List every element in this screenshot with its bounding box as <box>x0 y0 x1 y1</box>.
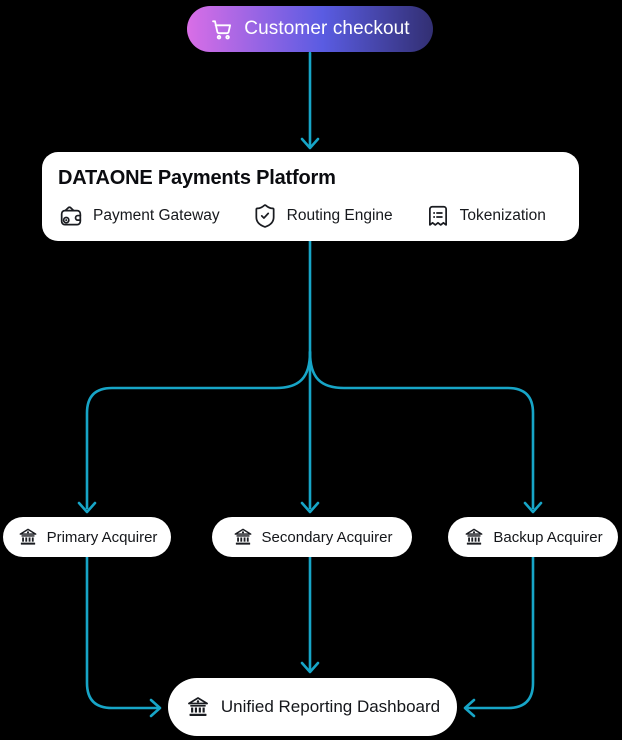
arrow-backup-to-dashboard <box>466 555 535 710</box>
arrowhead-down-icon <box>300 661 320 674</box>
payments-platform-node: DATAONE Payments Platform Payment Gatewa… <box>42 152 579 241</box>
arrowhead-left-icon <box>463 698 476 718</box>
wallet-icon <box>60 206 82 226</box>
feature-payment-gateway: Payment Gateway <box>58 203 220 229</box>
shield-check-icon <box>255 204 275 228</box>
feature-label: Payment Gateway <box>93 207 220 224</box>
arrow-platform-to-primary <box>85 350 312 510</box>
platform-features: Payment Gateway Routing Engine <box>58 203 563 229</box>
arrow-platform-to-backup <box>308 350 535 510</box>
feature-label: Routing Engine <box>286 207 393 224</box>
acquirer-label: Backup Acquirer <box>493 528 603 546</box>
secondary-acquirer-node: Secondary Acquirer <box>212 517 412 557</box>
acquirer-label: Secondary Acquirer <box>261 528 393 546</box>
receipt-icon <box>428 205 447 226</box>
bank-icon <box>185 694 211 720</box>
shopping-cart-icon <box>212 20 232 40</box>
customer-checkout-node: Customer checkout <box>187 6 433 52</box>
arrowhead-down-icon <box>300 501 320 514</box>
platform-title: DATAONE Payments Platform <box>58 167 336 189</box>
feature-label: Tokenization <box>459 207 546 224</box>
arrowhead-down-icon <box>300 137 320 150</box>
dashboard-label: Unified Reporting Dashboard <box>220 697 441 716</box>
arrowhead-down-icon <box>77 501 97 514</box>
acquirer-label: Primary Acquirer <box>46 528 158 546</box>
bank-icon <box>17 526 39 548</box>
feature-routing-engine: Routing Engine <box>252 203 393 229</box>
arrowhead-right-icon <box>149 698 162 718</box>
primary-acquirer-node: Primary Acquirer <box>3 517 171 557</box>
unified-reporting-dashboard-node: Unified Reporting Dashboard <box>168 678 457 736</box>
arrowhead-down-icon <box>523 501 543 514</box>
bank-icon <box>232 526 254 548</box>
arrow-primary-to-dashboard <box>85 555 159 710</box>
backup-acquirer-node: Backup Acquirer <box>448 517 618 557</box>
feature-tokenization: Tokenization <box>425 203 546 229</box>
customer-checkout-label: Customer checkout <box>244 18 410 39</box>
bank-icon <box>463 526 485 548</box>
